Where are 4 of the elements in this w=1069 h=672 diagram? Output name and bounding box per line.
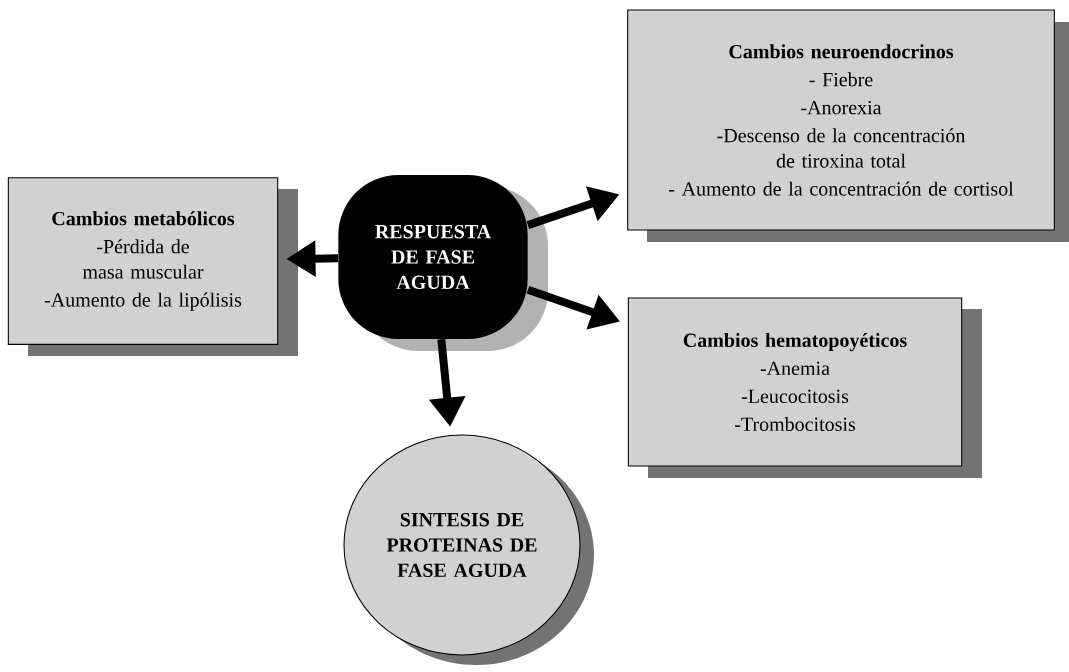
info-box: Cambios metabólicos -Pérdida de masa muscular -Aumento de la lipólisis	[7, 177, 279, 345]
info-box: Cambios neuroendocrinos - Fiebre -Anorexia -Descenso de la concentración de tiroxina total - Aumento de la concentración de cortisol	[627, 9, 1055, 231]
circle-node: SINTESIS DE PROTEINAS DE FASE AGUDA	[343, 434, 581, 656]
info-box: Cambios hematopoyéticos -Anemia -Leucocitosis -Trombocitosis	[627, 297, 963, 467]
